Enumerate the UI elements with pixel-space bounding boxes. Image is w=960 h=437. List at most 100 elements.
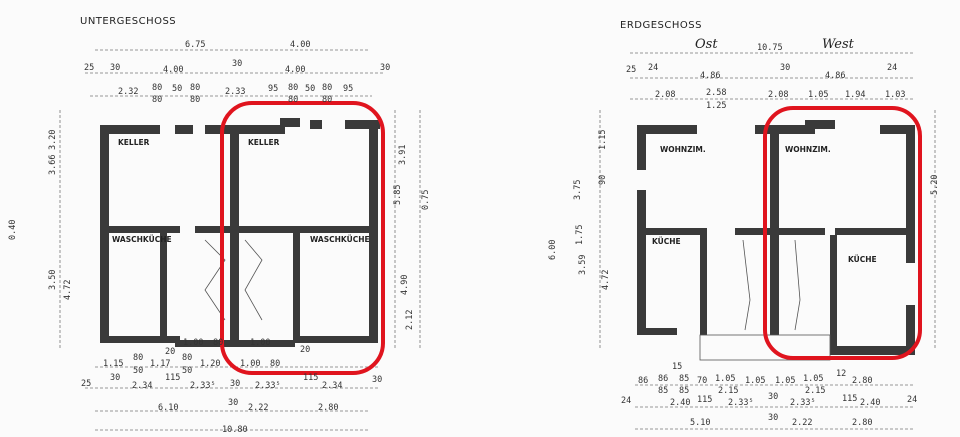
dimension-label: 30 bbox=[372, 375, 382, 385]
dimension-label: 85 bbox=[679, 386, 689, 396]
dimension-label: 80 bbox=[190, 83, 200, 93]
dimension-label: 80 bbox=[182, 353, 192, 363]
dimension-label: 6.00 bbox=[548, 240, 558, 260]
dimension-label: 50 bbox=[182, 366, 192, 376]
ground-floor-title: ERDGESCHOSS bbox=[620, 20, 702, 31]
dimension-label: 1.03 bbox=[885, 90, 905, 100]
dimension-label: 50 bbox=[305, 84, 315, 94]
basement-walls bbox=[100, 118, 380, 347]
room-label: WASCHKÜCHE bbox=[310, 235, 370, 244]
dimension-label: 1.75 bbox=[575, 225, 585, 245]
dimension-label: 1.20 bbox=[200, 359, 220, 369]
room-label: KELLER bbox=[118, 138, 150, 147]
dimension-label: 5.20 bbox=[930, 175, 940, 195]
dimension-label: 0.75 bbox=[421, 190, 431, 210]
dimension-label: 1.00 bbox=[240, 359, 260, 369]
dimension-label: 85 bbox=[679, 374, 689, 384]
dimension-label: 24 bbox=[907, 395, 917, 405]
highlight-basement-unit bbox=[220, 101, 385, 375]
dimension-label: 2.32 bbox=[118, 87, 138, 97]
dimension-label: 15 bbox=[672, 362, 682, 372]
dimension-label: 30 bbox=[110, 373, 120, 383]
dimension-label: 1.25 bbox=[706, 101, 726, 111]
dimension-label: 2.40 bbox=[860, 398, 880, 408]
dimension-label: 30 bbox=[768, 413, 778, 423]
dimension-label: 30 bbox=[380, 63, 390, 73]
dimension-label: 30 bbox=[228, 398, 238, 408]
dimension-label: 4.72 bbox=[601, 270, 611, 290]
dimension-label: 1.05 bbox=[775, 376, 795, 386]
dimension-label: 2.58 bbox=[706, 88, 726, 98]
dimension-label: 30 bbox=[230, 379, 240, 389]
dimension-label: 3.50 bbox=[48, 270, 58, 290]
dimension-label: 1.15 bbox=[103, 359, 123, 369]
dimension-label: 25 bbox=[84, 63, 94, 73]
dimension-label: 25 bbox=[81, 379, 91, 389]
dimension-label: 1.05 bbox=[803, 374, 823, 384]
dimension-label: 4.90 bbox=[400, 275, 410, 295]
room-label: WASCHKÜCHE bbox=[112, 235, 172, 244]
dimension-label: 2.33⁵ bbox=[728, 398, 754, 408]
dimension-label: 3.20 bbox=[48, 130, 58, 150]
dimension-label: 80 bbox=[152, 83, 162, 93]
dimension-label: 115 bbox=[842, 394, 857, 404]
dimension-label: 5.10 bbox=[690, 418, 710, 428]
dimension-label: 80 bbox=[213, 338, 223, 348]
dimension-label: 25 bbox=[626, 65, 636, 75]
dimension-label: 80 bbox=[322, 83, 332, 93]
dimension-label: 2.33 bbox=[225, 87, 245, 97]
dimension-label: 80 bbox=[133, 353, 143, 363]
dimension-label: 30 bbox=[780, 63, 790, 73]
dimension-label: 2.33⁵ bbox=[190, 381, 216, 391]
dimension-label: 2.80 bbox=[852, 376, 872, 386]
dimension-label: 2.34 bbox=[132, 381, 152, 391]
dimension-label: 80 bbox=[288, 95, 298, 105]
dimension-label: 30 bbox=[110, 63, 120, 73]
dimension-label: 1.05 bbox=[808, 90, 828, 100]
annotation-west: West bbox=[822, 37, 855, 52]
room-label: WOHNZIM. bbox=[660, 145, 706, 154]
room-label: KÜCHE bbox=[848, 255, 877, 264]
dimension-label: 115 bbox=[697, 395, 712, 405]
dimension-label: 80 bbox=[152, 95, 162, 105]
dimension-label: 20 bbox=[300, 345, 310, 355]
dimension-label: 4.86 bbox=[700, 71, 720, 81]
dimension-label: 115 bbox=[303, 373, 318, 383]
dimension-label: 3.59 bbox=[578, 255, 588, 275]
dimension-label: 3.91 bbox=[398, 145, 408, 165]
dimension-label: 2.80 bbox=[318, 403, 338, 413]
dimension-label: 86 bbox=[638, 376, 648, 386]
dimension-label: 4.86 bbox=[825, 71, 845, 81]
dimension-label: 2.08 bbox=[768, 90, 788, 100]
dimension-label: 2.12 bbox=[405, 310, 415, 330]
room-label: KÜCHE bbox=[652, 237, 681, 246]
dimension-label: 12 bbox=[836, 369, 846, 379]
dimension-label: 2.15 bbox=[805, 386, 825, 396]
dimension-label: 80 bbox=[288, 83, 298, 93]
dimension-label: 20 bbox=[165, 347, 175, 357]
dimension-label: 2.40 bbox=[670, 398, 690, 408]
dimension-label: 2.08 bbox=[655, 90, 675, 100]
room-label: KELLER bbox=[248, 138, 280, 147]
dimension-label: 4.00 bbox=[285, 65, 305, 75]
dimension-label: 50 bbox=[133, 366, 143, 376]
dimension-label: 30 bbox=[768, 392, 778, 402]
dimension-label: 2.33⁵ bbox=[255, 381, 281, 391]
dimension-label: 24 bbox=[621, 396, 631, 406]
basement-title: UNTERGESCHOSS bbox=[80, 16, 176, 27]
dimension-label: 1.05 bbox=[745, 376, 765, 386]
dimension-label: 1.00 bbox=[250, 338, 270, 348]
dimension-label: 80 bbox=[270, 359, 280, 369]
dimension-label: 6.75 bbox=[185, 40, 205, 50]
dimension-label: 95 bbox=[268, 84, 278, 94]
ground-floor-walls bbox=[637, 120, 915, 361]
dimension-label: 70 bbox=[697, 376, 707, 386]
dimension-label: 0.40 bbox=[8, 220, 18, 240]
dimension-label: 3.75 bbox=[573, 180, 583, 200]
annotation-east: Ost bbox=[695, 37, 718, 52]
dimension-label: 85 bbox=[658, 386, 668, 396]
dimension-label: 10.75 bbox=[757, 43, 783, 53]
dimension-label: 2.22 bbox=[792, 418, 812, 428]
dimension-label: 2.34 bbox=[322, 381, 342, 391]
